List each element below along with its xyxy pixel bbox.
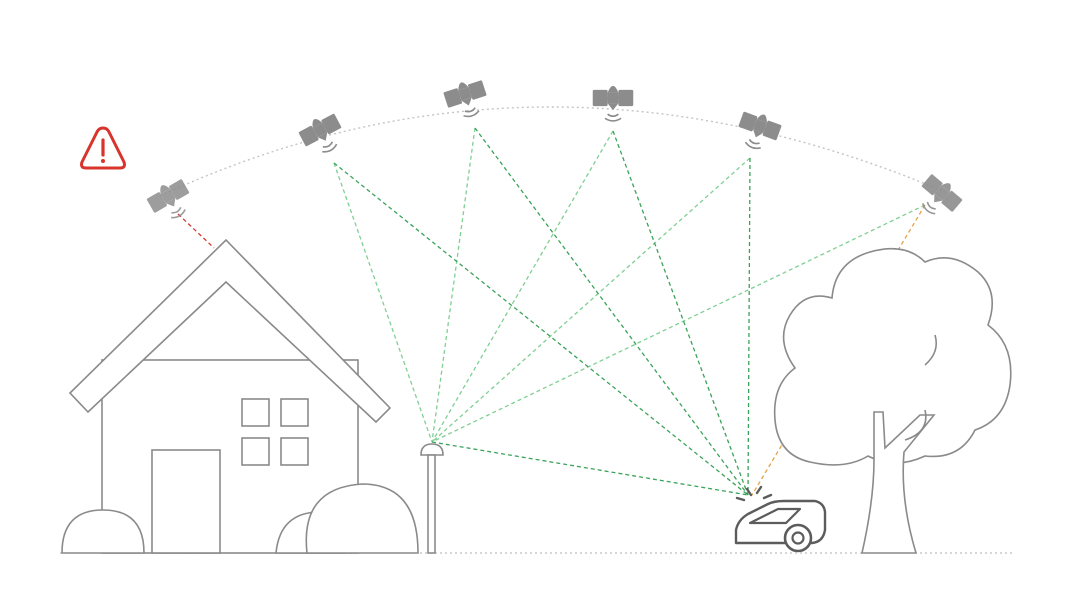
signal-line-sat4-base: [431, 130, 614, 443]
bush-right: [305, 483, 419, 554]
signal-line-sat2-mower: [333, 162, 749, 496]
satellite-6-icon: [910, 169, 967, 225]
satellite-4-icon: [591, 84, 635, 123]
satellite-2-icon: [295, 108, 351, 162]
tree-icon: [773, 247, 1012, 554]
house-door: [151, 449, 221, 554]
house-window: [241, 398, 309, 466]
signal-line-sat3-mower: [474, 127, 749, 496]
mower-wheel: [783, 523, 813, 553]
signal-line-sat5-base: [431, 157, 751, 443]
signal-line-sat4-mower: [612, 130, 749, 496]
signal-line-sat3-base: [431, 127, 476, 443]
warning-triangle-icon: [80, 126, 126, 170]
robotic-lawn-mower-icon: [734, 485, 827, 553]
signal-line-sat5-mower: [747, 157, 751, 496]
signal-line-sat2-base: [333, 162, 433, 443]
satellite-3-icon: [440, 74, 493, 124]
signal-line-sat6-base: [431, 204, 926, 443]
satellite-5-icon: [731, 106, 785, 156]
bush-left: [61, 509, 145, 554]
signal-lines: [177, 127, 926, 496]
signal-line-base-mower: [431, 441, 749, 496]
rtk-reference-station-icon: [420, 443, 444, 554]
satellite-orbit-arc: [159, 106, 946, 197]
signal-line-sat1-blocked: [177, 213, 215, 249]
